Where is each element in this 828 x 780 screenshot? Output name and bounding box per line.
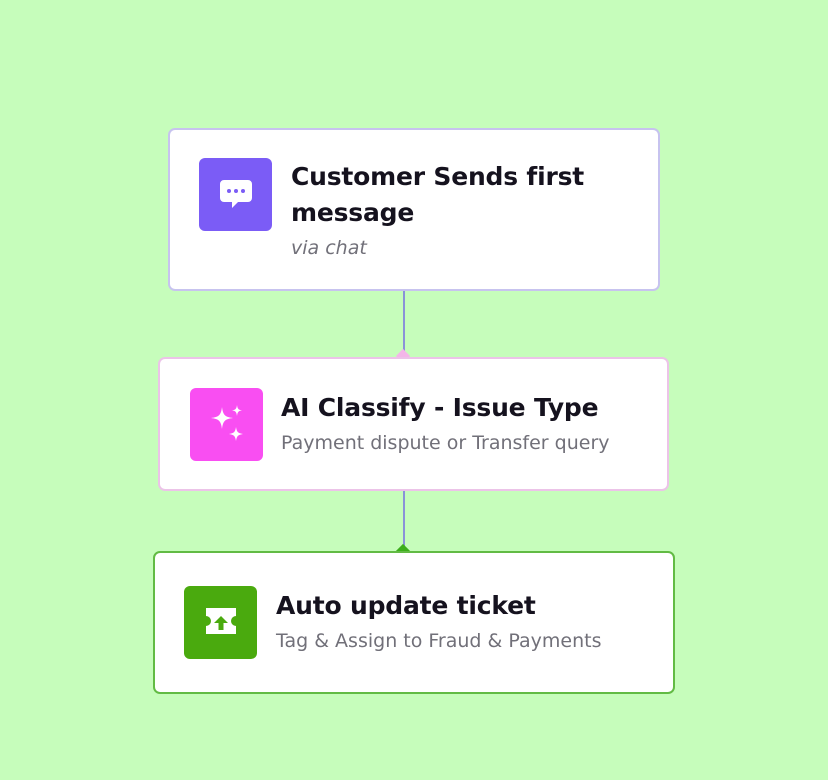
ticket-upload-icon (200, 600, 242, 646)
step-subtitle: Tag & Assign to Fraud & Payments (276, 630, 602, 652)
step-card-trigger[interactable]: Customer Sends first message via chat (168, 128, 660, 291)
step-card-action[interactable]: Auto update ticket Tag & Assign to Fraud… (153, 551, 675, 694)
step-title: Auto update ticket (276, 591, 536, 620)
step-icon-tile-trigger (199, 158, 272, 231)
sparkles-icon (205, 401, 249, 449)
connector-line-1 (403, 291, 405, 357)
connector-line-2 (403, 491, 405, 551)
step-title: AI Classify - Issue Type (281, 393, 599, 422)
step-icon-tile-classify (190, 388, 263, 461)
step-subtitle: via chat (291, 237, 367, 259)
step-title: Customer Sends first message (291, 162, 585, 227)
chat-bubble-icon (216, 173, 256, 217)
step-card-classify[interactable]: AI Classify - Issue Type Payment dispute… (158, 357, 669, 491)
step-icon-tile-action (184, 586, 257, 659)
step-subtitle: Payment dispute or Transfer query (281, 432, 610, 454)
